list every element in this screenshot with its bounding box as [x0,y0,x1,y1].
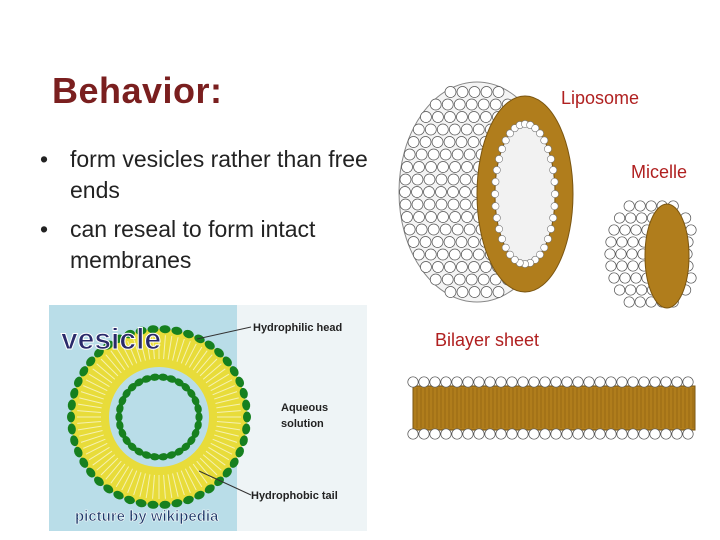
vesicle-diagram: vesicle Hydrophilic head Aqueous solutio… [49,305,367,531]
bullet-text: form vesicles rather than free ends [70,146,368,203]
vesicle-title: vesicle [61,323,161,356]
micelle-structure [604,200,697,309]
head-leader-line [196,326,252,340]
bilayer-label: Bilayer sheet [435,330,539,350]
solution-label: solution [281,418,324,430]
bullet-icon: • [40,216,49,242]
micelle-label: Micelle [631,162,687,182]
liposome-structure [398,81,574,303]
bullet-icon: • [40,146,49,172]
bilayer-sheet-structure [407,376,696,440]
vesicle-rings [67,325,251,509]
bullet-item: • can reseal to form intact membranes [40,214,380,276]
bullet-list: • form vesicles rather than free ends • … [40,144,380,284]
liposome-label: Liposome [561,88,639,108]
tail-leader-line [198,470,252,496]
credit-label: picture by wikipedia [75,508,219,525]
tail-label: Hydrophobic tail [251,490,338,502]
aqueous-label: Aqueous [281,402,328,414]
bullet-item: • form vesicles rather than free ends [40,144,380,206]
vesicle-label-panel [237,305,367,531]
bullet-text: can reseal to form intact membranes [70,216,316,273]
slide-title: Behavior: [52,70,223,111]
head-label: Hydrophilic head [253,322,342,334]
lipid-structures-diagram: Liposome Micelle Bilayer sheet [398,81,697,440]
